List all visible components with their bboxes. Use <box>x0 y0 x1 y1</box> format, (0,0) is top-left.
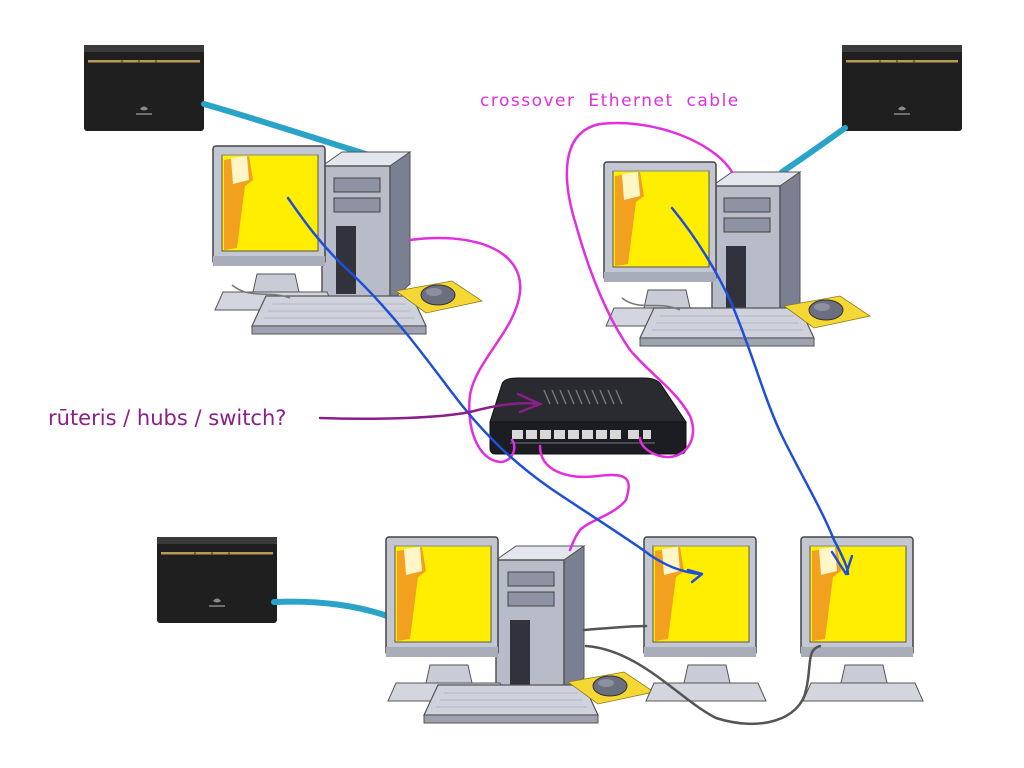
magenta-cable-to-bottom <box>538 444 630 552</box>
keyboard-bottom <box>423 684 599 724</box>
computer-top-right <box>603 161 871 347</box>
magenta-cables <box>408 121 734 552</box>
network-switch <box>489 377 687 455</box>
blue-connections <box>286 196 854 584</box>
keyboard-cord-top-right <box>621 297 681 311</box>
blue-line-right-to-right-monitor <box>670 206 850 576</box>
keyboard-cord-top-left <box>231 284 291 299</box>
teal-cable-top-left <box>201 101 375 159</box>
blue-line-left-to-middle-monitor <box>286 196 702 576</box>
keyboard-top-left <box>251 295 427 335</box>
computer-bottom <box>385 536 655 724</box>
monitor-top-left <box>212 145 336 311</box>
gray-cable-to-middle-monitor <box>582 624 648 632</box>
crossover-cable-label: crossover Ethernet cable <box>480 91 740 111</box>
modem-bottom-left <box>157 537 277 623</box>
teal-cable-bottom-left <box>271 598 393 620</box>
blue-arrowhead-right <box>830 550 854 576</box>
blue-arrowhead-middle <box>686 568 704 584</box>
magenta-cable-top-left <box>408 236 522 464</box>
purple-arrowhead <box>516 392 544 414</box>
gray-cables <box>582 624 822 726</box>
monitor-bottom-right <box>800 536 924 702</box>
magenta-cable-crossover <box>565 121 734 459</box>
tower-top-left <box>321 151 411 303</box>
teal-cables <box>201 101 848 620</box>
modem-top-left <box>84 45 204 131</box>
monitor-bottom <box>385 536 509 702</box>
purple-arrow-line <box>318 402 540 420</box>
purple-arrow <box>318 392 544 420</box>
computer-top-left <box>212 145 483 335</box>
modem-top-right <box>842 45 962 131</box>
monitor-top-right <box>603 161 727 327</box>
gray-cable-to-right-monitor <box>584 644 822 726</box>
teal-cable-top-right <box>779 125 848 175</box>
keyboard-top-right <box>639 307 815 347</box>
tower-bottom <box>495 545 585 697</box>
tower-top-right <box>711 171 801 323</box>
router-question-label: rūteris / hubs / switch? <box>48 406 286 430</box>
